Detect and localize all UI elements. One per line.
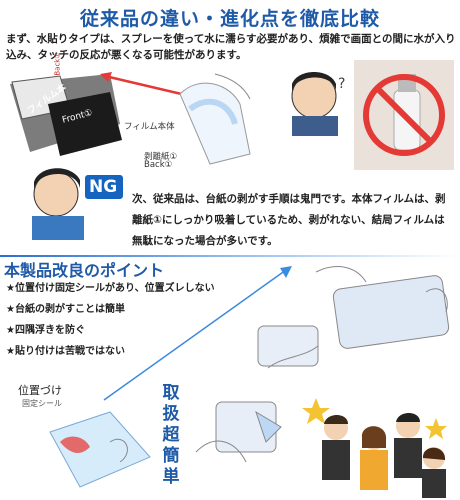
point-item: ★位置付け固定シールがあり、位置ズレしない	[6, 283, 215, 294]
blue-arrow	[103, 266, 292, 401]
phone-sketch-top	[315, 266, 450, 349]
position-sublabel: 固定シール	[22, 399, 62, 408]
vertical-char: 取	[162, 383, 180, 403]
confused-man-icon: ?	[291, 72, 345, 136]
svg-text:?: ?	[338, 76, 345, 92]
section-divider	[0, 255, 460, 257]
hand-peel-sketch	[195, 401, 282, 463]
point-item: ★貼り付けは苦戦ではない	[6, 346, 125, 357]
vertical-char: 扱	[162, 404, 180, 424]
ng-badge: NG	[89, 177, 118, 197]
film-black-layer	[48, 92, 122, 156]
second-text: 次、従来品は、台紙の剥がす手順は鬼門です。本体フィルムは、剥離紙①にしっかり吸着…	[132, 193, 446, 247]
position-label: 位置づけ	[18, 384, 62, 397]
film-diagram	[10, 72, 191, 156]
release-paper-label: 剥離紙①	[144, 152, 178, 162]
position-sticker-sketch	[49, 411, 151, 488]
ng-man-icon	[32, 168, 125, 240]
point-item: ★四隅浮きを防ぐ	[6, 325, 85, 336]
red-arrow-head	[100, 72, 112, 82]
red-arrow-line	[104, 74, 191, 98]
page-title: 従来品の違い・進化点を徹底比較	[79, 8, 380, 30]
hand-press-sketch	[257, 325, 319, 369]
intro-text: まず、水貼りタイプは、スプレーを使って水に濡らす必要があり、煩雑で画面との間に水…	[6, 33, 456, 61]
back-label-top: Back①	[53, 52, 62, 76]
hand-peeling-sketch	[179, 73, 251, 165]
vertical-catchphrase: 取 扱 超 簡 単	[160, 383, 182, 488]
no-spray-icon	[354, 60, 454, 170]
vertical-char: 単	[162, 467, 180, 487]
vertical-char: 超	[162, 425, 180, 445]
celebrating-people-icon	[302, 398, 447, 498]
vertical-char: 簡	[162, 446, 180, 466]
back-label: Back①	[144, 160, 173, 170]
points-list: ★位置付け固定シールがあり、位置ズレしない ★台紙の剥がすことは簡単 ★四隅浮き…	[6, 278, 215, 362]
point-item: ★台紙の剥がすことは簡単	[6, 304, 125, 315]
section-title: 本製品改良のポイント	[4, 261, 165, 280]
film-body-label: フィルム本体	[124, 122, 175, 132]
